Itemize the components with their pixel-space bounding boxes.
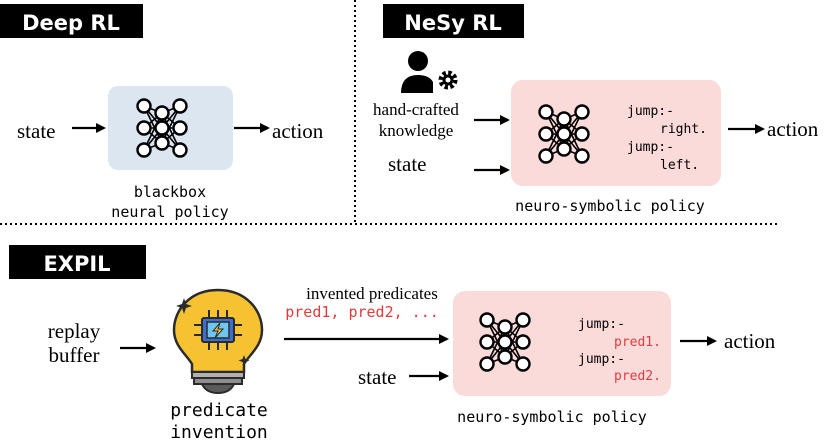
expil-rule1-body: pred1. (614, 335, 661, 350)
invented-predicates-label: invented predicates (306, 284, 438, 303)
lightbulb-chip-icon (172, 288, 264, 395)
neural-network-icon (136, 98, 188, 158)
expil-rule2-body: pred2. (614, 369, 661, 384)
panel-nesy-rl: NeSy RL hand-crafted knowledge state jum… (373, 4, 819, 215)
nesy-caption: neuro-symbolic policy (515, 197, 705, 215)
deep-rl-caption-line2: neural policy (111, 203, 228, 221)
replay-buffer-line1: replay (48, 319, 101, 343)
deep-rl-input-label: state (17, 119, 55, 143)
expil-rule2-head: jump:- (578, 352, 625, 367)
expil-rule1-head: jump:- (578, 317, 625, 332)
nesy-rule2-head: jump:- (627, 140, 674, 155)
nesy-policy-box (511, 80, 721, 186)
nesy-rl-title-bg (383, 4, 524, 38)
panel-deep-rl: Deep RL state action blackbox neural pol… (0, 4, 324, 221)
expil-output-label: action (724, 329, 776, 353)
expil-title: EXPIL (43, 252, 110, 276)
deep-rl-title: Deep RL (22, 11, 120, 35)
bulb-caption-line1: predicate (170, 400, 268, 421)
expil-caption: neuro-symbolic policy (457, 408, 647, 426)
nesy-rule1-body: right. (660, 122, 707, 137)
panel-expil: EXPIL replay buffer predicate inve (9, 245, 776, 442)
nesy-rule2-body: left. (660, 158, 699, 173)
expil-state-label: state (358, 365, 396, 389)
invented-predicates-list: pred1, pred2, ... (285, 303, 439, 321)
expil-policy-box (453, 291, 671, 396)
neural-network-icon (538, 104, 590, 164)
expil-title-bg (9, 245, 146, 279)
neural-network-icon (479, 312, 531, 372)
nesy-rule1-head: jump:- (627, 104, 674, 119)
nesy-rl-title: NeSy RL (404, 11, 502, 35)
deep-rl-caption-line1: blackbox (134, 183, 206, 201)
replay-buffer-line2: buffer (49, 343, 100, 367)
knowledge-label-line2: knowledge (379, 121, 454, 140)
nesy-output-label: action (767, 117, 819, 141)
knowledge-label-line1: hand-crafted (373, 100, 459, 119)
deep-rl-output-label: action (272, 119, 324, 143)
deep-rl-title-bg (0, 4, 143, 38)
user-gear-icon (401, 51, 458, 93)
bulb-caption-line2: invention (170, 422, 268, 442)
nesy-state-label: state (388, 152, 426, 176)
